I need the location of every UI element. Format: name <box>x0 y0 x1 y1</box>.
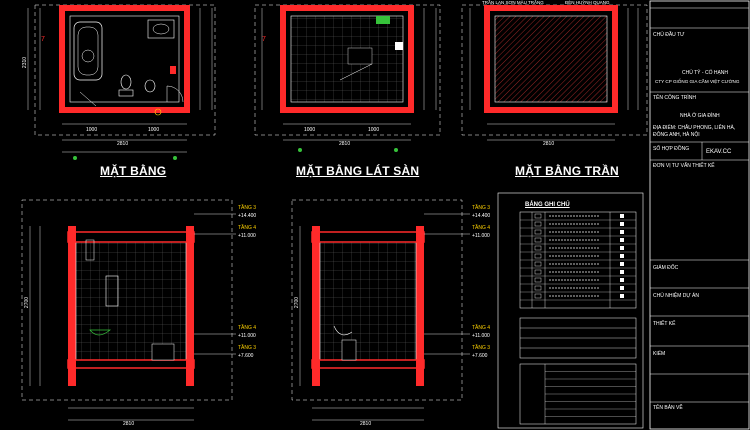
legend-symbol <box>534 213 542 219</box>
owner-label: CHỦ ĐẦU TƯ <box>653 32 685 38</box>
project-manager-label: CHỦ NHIỆM DỰ ÁN <box>653 293 699 299</box>
legend-check-mark <box>620 262 624 266</box>
legend-title: BẢNG GHI CHÚ <box>525 202 570 208</box>
legend-symbol <box>534 229 542 235</box>
level-tang4-b: TẦNG 4 <box>472 225 491 231</box>
section-b-dim-total: 2810 <box>360 421 372 427</box>
plan-dim-part-2: 1000 <box>148 127 160 133</box>
section-a-dim-total: 2810 <box>123 421 135 427</box>
address-line-2: ĐÔNG ANH, HÀ NỘI <box>653 132 700 138</box>
section-a-dim-height: 2700 <box>24 296 31 309</box>
level-tang3-lower-value-a: +7.600 <box>238 353 254 359</box>
ceiling-dim-total: 2810 <box>543 141 555 147</box>
ceiling-view <box>461 4 648 141</box>
legend-check-mark <box>620 222 624 226</box>
legend-check-mark <box>620 238 624 242</box>
legend-symbol <box>534 245 542 251</box>
legend-symbol <box>534 253 542 259</box>
owner-line-2: CTY CP GIỐNG GIA CẦM VIỆT CƯỜNG <box>655 79 740 84</box>
legend-check-mark <box>620 270 624 274</box>
level-tang4-lower-value-a: +11.000 <box>238 333 256 339</box>
contract-label: SỐ HỢP ĐỒNG <box>653 146 690 152</box>
drawing-name-label: TÊN BẢN VẼ <box>653 405 683 411</box>
legend-check-mark <box>620 246 624 250</box>
plan-dim-height: 2310 <box>22 56 29 69</box>
address-line-1: ĐỊA ĐIỂM: CHÂU PHONG, LIÊN HÀ, <box>653 125 736 131</box>
floor-plan-title: MẶT BẰNG <box>100 164 167 178</box>
legend-symbol <box>534 285 542 291</box>
plan-dim-total: 2810 <box>117 141 129 147</box>
tiling-dim-part-2: 1000 <box>368 127 380 133</box>
legend-check-mark <box>620 294 624 298</box>
legend-symbol <box>534 261 542 267</box>
section-view-b <box>291 199 470 421</box>
ceiling-note-right: ĐÈN HUỲNH QUANG <box>565 0 610 5</box>
section-mark-1: 7 <box>41 36 45 43</box>
designer-label: THIẾT KẾ <box>653 321 676 327</box>
floor-tiling-view <box>254 4 441 152</box>
design-unit-label: ĐƠN VỊ TƯ VẤN THIẾT KẾ <box>653 163 715 169</box>
owner-line-1: CHỦ TỶ - CỔ HẠNH <box>682 70 729 76</box>
legend-symbol <box>534 221 542 227</box>
level-tang3-value-b: +14.400 <box>472 213 491 219</box>
level-tang4-a: TẦNG 4 <box>238 225 257 231</box>
legend-table <box>497 192 644 429</box>
legend-symbol <box>534 269 542 275</box>
ceiling-title: MẶT BẰNG TRẦN <box>515 164 619 178</box>
level-tang4-lower-b: TẦNG 4 <box>472 325 491 331</box>
plan-dim-part-1: 1000 <box>86 127 98 133</box>
project-name: NHÀ Ở GIA ĐÌNH <box>680 113 720 119</box>
legend-check-mark <box>620 230 624 234</box>
legend-check-mark <box>620 214 624 218</box>
level-tang3-b: TẦNG 3 <box>472 205 491 211</box>
section-view-a <box>21 199 236 421</box>
legend-symbol <box>534 277 542 283</box>
level-tang3-value-a: +14.400 <box>238 213 257 219</box>
level-tang4-value-a: +11.000 <box>238 233 256 239</box>
director-label: GIÁM ĐỐC <box>653 265 679 271</box>
checker-label: KIỂM <box>653 351 666 357</box>
level-tang4-value-b: +11.000 <box>472 233 490 239</box>
floor-tiling-title: MẶT BẰNG LÁT SÀN <box>296 164 420 178</box>
section-b-dim-height: 2700 <box>294 296 301 309</box>
project-label: TÊN CÔNG TRÌNH <box>653 95 696 101</box>
legend-symbol <box>534 237 542 243</box>
level-tang3-a: TẦNG 3 <box>238 205 257 211</box>
level-tang3-lower-a: TẦNG 3 <box>238 345 257 351</box>
section-mark-2: 7 <box>262 36 266 43</box>
tiling-dim-total: 2810 <box>339 141 351 147</box>
legend-check-mark <box>620 278 624 282</box>
title-block <box>649 0 750 430</box>
floor-plan-view <box>27 4 216 160</box>
level-tang4-lower-value-b: +11.000 <box>472 333 490 339</box>
tiling-dim-part-1: 1000 <box>304 127 316 133</box>
legend-symbol <box>534 293 542 299</box>
level-tang4-lower-a: TẦNG 4 <box>238 325 257 331</box>
ceiling-note-left: TRẦN LAN SƠN MÀU TRẮNG <box>482 0 544 5</box>
level-tang3-lower-b: TẦNG 3 <box>472 345 491 351</box>
legend-check-mark <box>620 286 624 290</box>
legend-check-mark <box>620 254 624 258</box>
contract-value: EKAV.CC <box>706 149 732 155</box>
level-tang3-lower-value-b: +7.600 <box>472 353 488 359</box>
